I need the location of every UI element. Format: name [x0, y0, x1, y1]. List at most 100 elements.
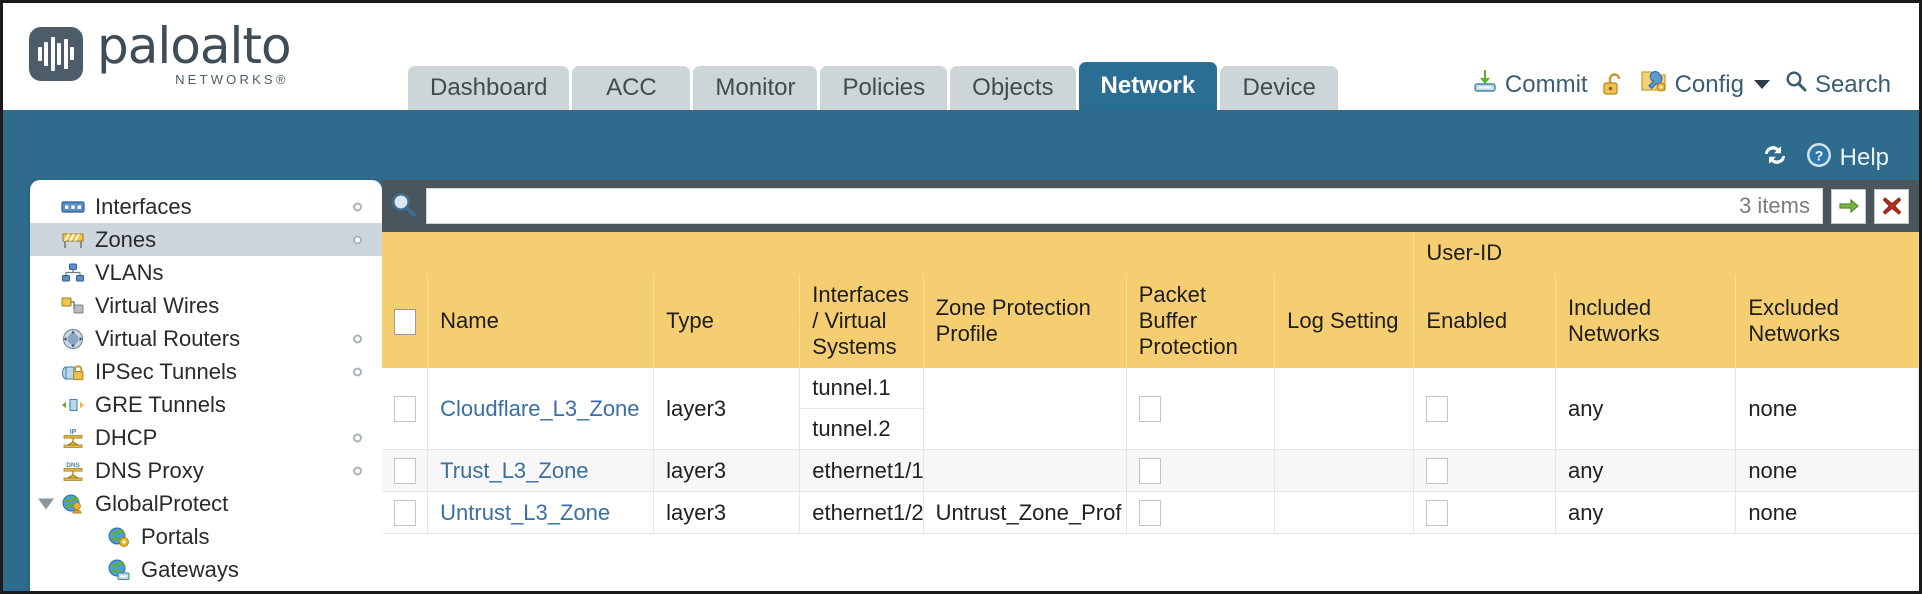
table-row[interactable]: Trust_L3_Zone layer3 ethernet1/1 any non…: [382, 449, 1919, 493]
group-header-userid: User-ID: [1413, 232, 1919, 274]
refresh-icon[interactable]: [1761, 142, 1789, 173]
table-row[interactable]: Cloudflare_L3_Zone layer3 tunnel.1 any n…: [382, 368, 1919, 450]
tab-policies[interactable]: Policies: [820, 66, 948, 110]
row-checkbox[interactable]: [394, 396, 416, 423]
cell-userid-enabled[interactable]: [1413, 449, 1556, 493]
cell-included-networks: any: [1555, 368, 1737, 450]
cell-zone-name[interactable]: Trust_L3_Zone: [427, 449, 655, 493]
sidebar-item-label: DNS Proxy: [95, 457, 204, 483]
paloalto-logo: paloalto NETWORKS®: [29, 17, 292, 87]
cell-zone-name[interactable]: Untrust_L3_Zone: [427, 491, 655, 535]
cell-packet-buffer-protection[interactable]: [1126, 449, 1276, 493]
search-input[interactable]: 3 items: [426, 188, 1823, 224]
cell-zone-name[interactable]: Cloudflare_L3_Zone: [427, 368, 655, 450]
sidebar-item-label: IPSec Tunnels: [95, 358, 237, 384]
cell-userid-enabled[interactable]: [1413, 368, 1556, 450]
search-button[interactable]: Search: [1784, 69, 1891, 100]
sidebar-item-label: GRE Tunnels: [95, 391, 226, 417]
sidebar-item-virtual-routers[interactable]: Virtual Routers: [30, 322, 382, 355]
status-dot: [353, 202, 362, 211]
virtual-routers-icon: [60, 328, 86, 350]
sidebar-item-ipsec-tunnels[interactable]: IPSec Tunnels: [30, 355, 382, 388]
packet-buffer-protection-checkbox[interactable]: [1138, 396, 1161, 423]
sidebar-item-dns-proxy[interactable]: DNS DNS Proxy: [30, 454, 382, 487]
userid-enabled-checkbox[interactable]: [1426, 396, 1449, 423]
row-select-cell[interactable]: [382, 449, 429, 493]
cell-log-setting: [1274, 449, 1415, 493]
config-menu[interactable]: Config: [1640, 68, 1770, 101]
cell-interface: tunnel.2: [799, 408, 924, 450]
unlocked-padlock-icon[interactable]: [1602, 72, 1626, 98]
tab-dashboard[interactable]: Dashboard: [408, 66, 570, 110]
packet-buffer-protection-checkbox[interactable]: [1138, 500, 1161, 527]
column-header-zone-protection-profile[interactable]: Zone Protection Profile: [923, 274, 1127, 368]
cell-packet-buffer-protection[interactable]: [1126, 368, 1276, 450]
cell-included-networks: any: [1555, 449, 1737, 493]
sidebar-item-gateways[interactable]: Gateways: [30, 553, 382, 586]
sidebar-item-gre-tunnels[interactable]: GRE Tunnels: [30, 388, 382, 421]
table-row[interactable]: Untrust_L3_Zone layer3 ethernet1/2 Untru…: [382, 491, 1919, 535]
cell-zone-protection-profile: Untrust_Zone_Prof: [923, 491, 1127, 535]
sidebar-item-dhcp[interactable]: IP DHCP: [30, 421, 382, 454]
help-link[interactable]: ? Help: [1805, 141, 1889, 174]
userid-enabled-checkbox[interactable]: [1426, 458, 1449, 485]
globalprotect-icon: [60, 493, 86, 515]
sidebar-item-vlans[interactable]: VLANs: [30, 256, 382, 289]
table-header-row: Name Type Interfaces / Virtual Systems Z…: [382, 274, 1919, 368]
column-header-included-networks[interactable]: Included Networks: [1555, 274, 1737, 368]
clear-filter-button[interactable]: [1874, 188, 1909, 224]
cell-packet-buffer-protection[interactable]: [1126, 491, 1276, 535]
column-header-userid-enabled[interactable]: Enabled: [1413, 274, 1556, 368]
sub-header-band: ? Help: [3, 110, 1919, 171]
cell-zone-protection-profile: [923, 449, 1127, 493]
sidebar-item-label: Virtual Routers: [95, 325, 241, 351]
row-select-cell[interactable]: [382, 368, 429, 450]
column-header-packet-buffer-protection[interactable]: Packet Buffer Protection: [1126, 274, 1276, 368]
zone-name-link[interactable]: Trust_L3_Zone: [440, 457, 589, 483]
select-all-header[interactable]: [382, 274, 429, 368]
paloalto-logo-icon: [29, 26, 83, 81]
column-header-type[interactable]: Type: [653, 274, 801, 368]
app-header: paloalto NETWORKS® Dashboard ACC Monitor…: [3, 3, 1919, 110]
column-header-interfaces[interactable]: Interfaces / Virtual Systems: [799, 274, 924, 368]
apply-filter-button[interactable]: [1831, 188, 1866, 224]
sidebar-item-interfaces[interactable]: Interfaces: [30, 190, 382, 223]
tab-monitor[interactable]: Monitor: [693, 66, 818, 110]
tab-device[interactable]: Device: [1220, 66, 1339, 110]
packet-buffer-protection-checkbox[interactable]: [1138, 458, 1161, 485]
sidebar-item-portals[interactable]: Portals: [30, 520, 382, 553]
commit-label: Commit: [1504, 70, 1588, 98]
select-all-checkbox[interactable]: [394, 308, 416, 335]
status-dot: [353, 367, 362, 376]
row-checkbox[interactable]: [394, 500, 416, 527]
tab-objects[interactable]: Objects: [950, 66, 1076, 110]
zone-name-link[interactable]: Untrust_L3_Zone: [440, 499, 611, 525]
gre-tunnels-icon: [60, 394, 86, 416]
column-header-log-setting[interactable]: Log Setting: [1274, 274, 1415, 368]
interfaces-icon: [60, 196, 86, 218]
brand-name: paloalto: [97, 17, 292, 75]
magnifier-icon[interactable]: [388, 189, 418, 224]
commit-icon: [1472, 68, 1498, 101]
userid-enabled-checkbox[interactable]: [1426, 500, 1449, 527]
band-actions: ? Help: [1761, 141, 1889, 174]
expander-triangle-icon[interactable]: [38, 498, 54, 509]
virtual-wires-icon: [60, 295, 86, 317]
column-header-name[interactable]: Name: [427, 274, 655, 368]
sidebar-item-virtual-wires[interactable]: Virtual Wires: [30, 289, 382, 322]
cell-userid-enabled[interactable]: [1413, 491, 1556, 535]
tab-network[interactable]: Network: [1078, 62, 1218, 110]
item-count-label: 3 items: [1739, 193, 1810, 218]
column-header-excluded-networks[interactable]: Excluded Networks: [1735, 274, 1919, 368]
sidebar-item-zones[interactable]: Zones: [30, 223, 382, 256]
zone-name-link[interactable]: Cloudflare_L3_Zone: [440, 395, 640, 421]
row-select-cell[interactable]: [382, 491, 429, 535]
cell-included-networks: any: [1555, 491, 1737, 535]
dns-proxy-icon: DNS: [60, 460, 86, 482]
tab-acc[interactable]: ACC: [572, 66, 691, 110]
sidebar-item-globalprotect[interactable]: GlobalProtect: [30, 487, 382, 520]
commit-button[interactable]: Commit: [1472, 68, 1588, 101]
row-checkbox[interactable]: [394, 458, 416, 485]
main-tab-bar: Dashboard ACC Monitor Policies Objects N…: [408, 62, 1339, 110]
brand-tagline: NETWORKS: [175, 72, 276, 87]
